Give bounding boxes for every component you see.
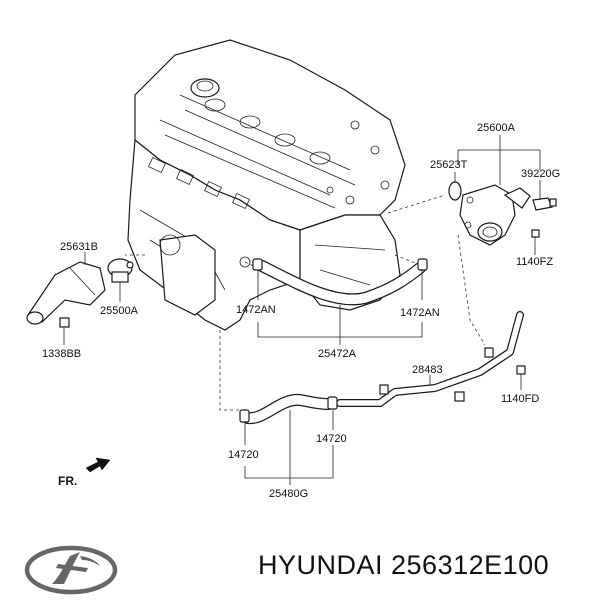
label-25631B: 25631B (60, 241, 98, 253)
label-25480G: 25480G (269, 488, 308, 500)
temp-sensor-39220G (532, 197, 557, 211)
pipe-28483 (336, 311, 524, 407)
label-14720-left: 14720 (228, 449, 259, 461)
label-14720-right: 14720 (316, 433, 347, 445)
front-direction-marker: FR. (58, 457, 111, 488)
label-25623T: 25623T (430, 159, 468, 171)
reference-lines (125, 194, 486, 411)
front-arrow-icon (85, 457, 111, 473)
brand-part-number: HYUNDAI 256312E100 (258, 550, 550, 580)
label-1140FZ: 1140FZ (516, 256, 553, 268)
clamp-14720-right (327, 396, 338, 410)
part-labels: 25600A 25623T 39220G 1140FZ 25631B 25500… (42, 122, 560, 500)
engine-illustration (127, 39, 406, 331)
bolt-1338BB (59, 317, 70, 335)
bolt-1140FZ (531, 229, 540, 245)
thermostat-housing-25600A (459, 184, 531, 246)
label-39220G: 39220G (521, 168, 560, 180)
thermostat-25500A (107, 258, 134, 283)
label-25472A: 25472A (318, 348, 357, 360)
label-1140FD: 1140FD (501, 393, 539, 405)
hose-25472A (256, 260, 426, 306)
bolt-1140FD (516, 365, 526, 382)
label-25500A: 25500A (100, 305, 139, 317)
water-inlet-fitting-25631B (26, 261, 106, 325)
label-1338BB: 1338BB (42, 348, 81, 360)
label-1472AN-left: 1472AN (236, 304, 276, 316)
label-1472AN-right: 1472AN (400, 307, 440, 319)
leader-lines (63, 135, 541, 485)
clamp-1472AN-right (417, 258, 428, 271)
clamp-1472AN-left (252, 258, 263, 271)
front-label: FR. (58, 474, 77, 488)
hyundai-logo (24, 545, 118, 595)
label-25600A: 25600A (477, 122, 516, 134)
o-ring-25623T (448, 181, 462, 201)
label-28483: 28483 (412, 364, 443, 376)
clamp-14720-left (239, 409, 250, 423)
hose-25480G (242, 393, 334, 424)
